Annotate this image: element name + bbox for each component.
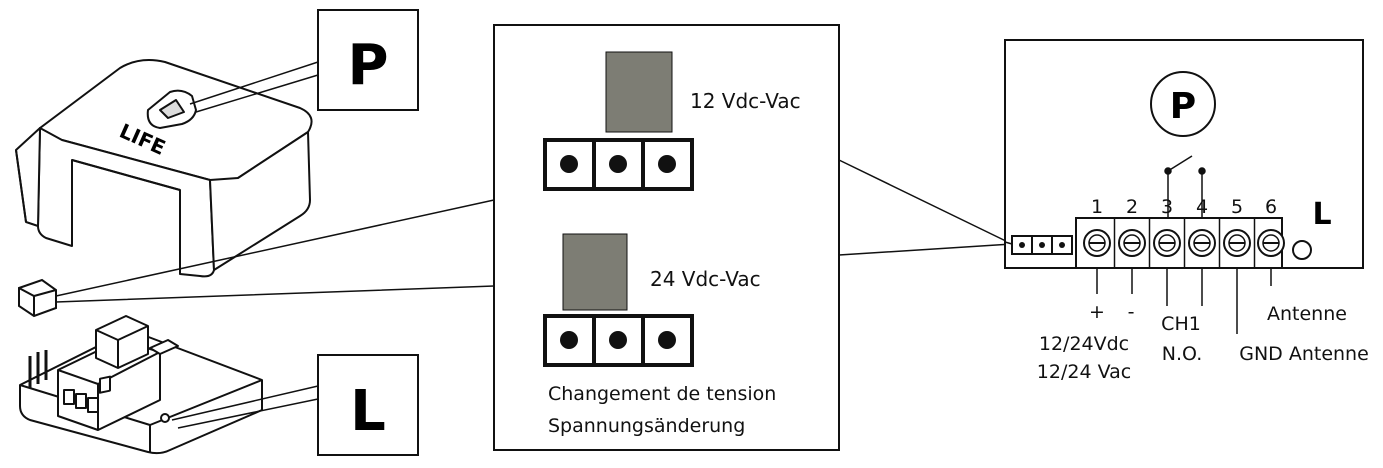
callout-lines-base: [171, 385, 319, 429]
terminal-screw-5: [1223, 218, 1256, 268]
terminal-screw-4: [1188, 218, 1221, 268]
callout-box-base: [317, 354, 419, 456]
jumper-header-24v: [543, 314, 694, 367]
program-button: [1150, 71, 1216, 137]
terminal-number-3: 3: [1161, 196, 1173, 218]
jumper-label-24v: 24 Vdc-Vac: [650, 267, 761, 291]
terminal-wires: [1096, 268, 1272, 334]
terminal-number-2: 2: [1126, 196, 1138, 218]
terminal-screw-2: [1118, 218, 1151, 268]
terminal-screw-1: [1083, 218, 1116, 268]
receiver-base: [19, 315, 263, 455]
terminal-screw-6: [1257, 229, 1285, 257]
led-letter: L: [1312, 197, 1331, 232]
terminal-label-power-ac: 12/24 Vac: [1037, 361, 1131, 383]
callout-lines-cover: [189, 61, 319, 113]
terminal-number-5: 5: [1231, 196, 1243, 218]
terminal-label-antenna: Antenne: [1267, 303, 1347, 325]
callout-cover-letter: P: [347, 33, 388, 98]
jumper-cap-24v: [562, 233, 628, 311]
callout-base-letter: L: [350, 379, 386, 444]
callout-lines-jumper: [55, 199, 495, 303]
jumper-caption-fr: Changement de tension: [548, 383, 776, 405]
receiver-cover: [15, 59, 313, 278]
terminal-label-minus: -: [1128, 301, 1135, 323]
relay-contact-symbol: [1164, 155, 1206, 218]
callout-connector: [1004, 241, 1013, 245]
callout-box-cover: [317, 9, 419, 111]
terminal-label-gnd-antenna: GND Antenne: [1239, 343, 1369, 365]
jumper-caption-de: Spannungsänderung: [548, 415, 745, 437]
callout-lines-board-jumper: [838, 159, 1013, 256]
led-indicator: [1292, 240, 1312, 260]
board-jumper-header: [1011, 235, 1073, 255]
jumper-cap-small: [18, 278, 57, 318]
terminal-label-contact-type: N.O.: [1162, 343, 1202, 365]
jumper-header-12v: [543, 138, 694, 191]
program-button-letter: P: [1170, 86, 1196, 127]
terminal-number-6: 6: [1265, 196, 1277, 218]
terminal-number-1: 1: [1091, 196, 1103, 218]
jumper-cap-12v: [605, 51, 673, 133]
terminal-number-4: 4: [1196, 196, 1208, 218]
terminal-label-power-dc: 12/24Vdc: [1039, 333, 1129, 355]
terminal-label-plus: +: [1089, 301, 1105, 323]
jumper-label-12v: 12 Vdc-Vac: [690, 89, 801, 113]
terminal-screw-3: [1153, 218, 1186, 268]
terminal-screws: [1083, 218, 1285, 268]
terminal-label-channel: CH1: [1161, 313, 1201, 335]
